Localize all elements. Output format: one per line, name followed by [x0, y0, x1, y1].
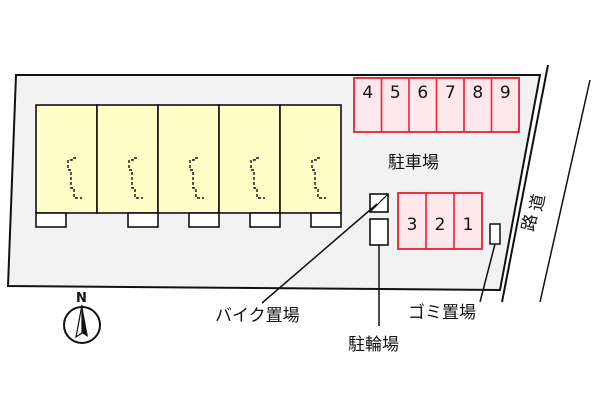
north-arrow-right-half [82, 305, 88, 337]
garbage-area-label: ゴミ置場 [408, 302, 476, 323]
parking-space-1 [453, 192, 483, 250]
parking-space-number: 2 [435, 215, 446, 235]
unit-stair-outline [128, 157, 143, 199]
building-unit [157, 104, 220, 214]
unit-storage-box [249, 212, 281, 228]
bike-parking-label: バイク置場 [215, 306, 300, 326]
road-edge-right [539, 79, 591, 303]
bike-leader-line [261, 203, 378, 304]
north-label: N [76, 291, 87, 306]
building-unit [35, 104, 98, 214]
parking-space-number: 5 [390, 83, 401, 103]
building-unit [218, 104, 281, 214]
garbage-area-box [489, 223, 501, 245]
apartment-building [35, 104, 342, 228]
parking-space-number: 7 [445, 83, 456, 103]
unit-stair-outline [189, 157, 204, 199]
parking-space-number: 1 [463, 215, 474, 235]
road-label-2: 路 [519, 212, 542, 233]
bike-parking-diagonal [369, 193, 389, 213]
north-arrow: N [63, 291, 101, 344]
building-unit [96, 104, 159, 214]
parking-space-9 [490, 77, 520, 133]
unit-stair-outline [67, 157, 82, 199]
parking-space-number: 9 [500, 83, 511, 103]
building-unit [279, 104, 342, 214]
garbage-leader-line [479, 243, 496, 303]
road-edge-left [501, 64, 549, 303]
parking-space-number: 3 [407, 215, 418, 235]
parking-space-number: 4 [362, 83, 373, 103]
bicycle-parking-label: 駐輪場 [348, 335, 399, 355]
unit-storage-box [127, 212, 159, 228]
unit-stair-outline [311, 157, 326, 199]
parking-label: 駐車場 [388, 153, 439, 173]
parking-space-number: 8 [472, 83, 483, 103]
unit-stair-outline [250, 157, 265, 199]
unit-storage-box [310, 212, 342, 228]
unit-storage-box [35, 212, 67, 228]
road-label-1: 道 [527, 192, 550, 213]
bicycle-parking-box [369, 218, 389, 246]
unit-storage-box [188, 212, 220, 228]
parking-space-number: 6 [417, 83, 428, 103]
